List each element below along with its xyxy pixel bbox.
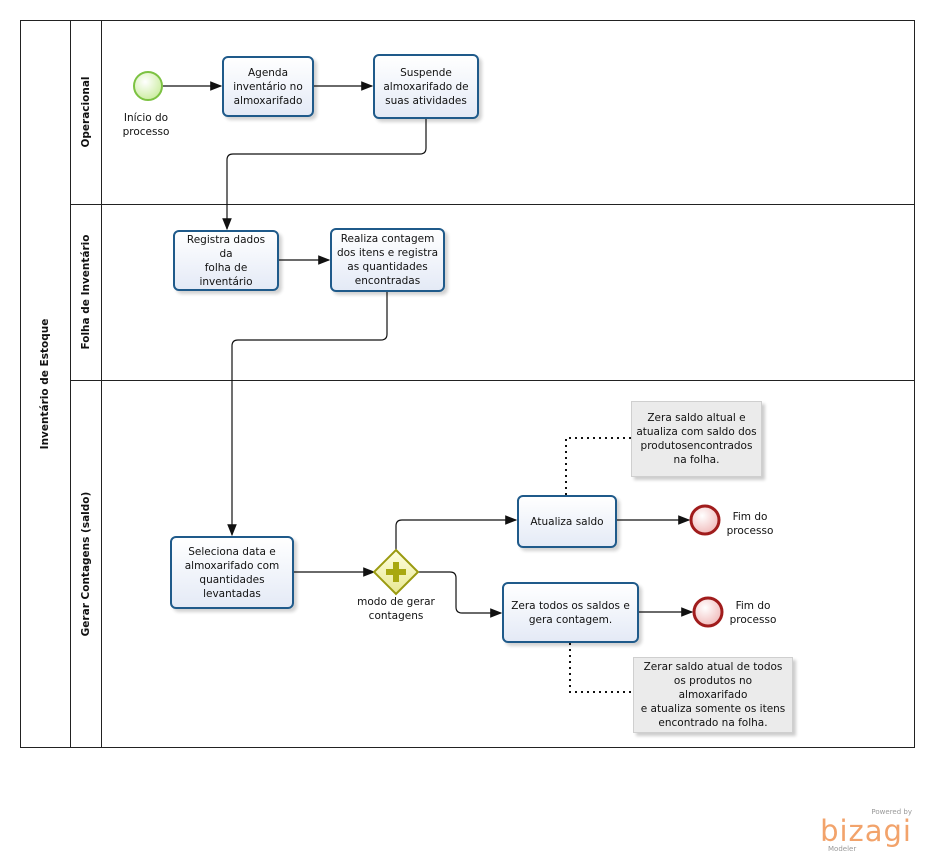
flow-gateway-zera — [416, 571, 503, 618]
flow-gateway-atualiza — [395, 515, 518, 550]
gateway-label: modo de gerar contagens — [357, 596, 435, 622]
task-agenda[interactable]: Agenda inventário no almoxarifado — [222, 56, 314, 117]
brand-product: Modeler — [828, 845, 857, 853]
annotation-note-2-text: Zerar saldo atual de todos os produtos n… — [640, 661, 786, 729]
annotation-note-2: Zerar saldo atual de todos os produtos n… — [633, 657, 793, 733]
lane-title-operacional: Operacional — [80, 76, 92, 148]
end-event-2[interactable] — [692, 596, 724, 628]
task-atualiza[interactable]: Atualiza saldo — [517, 495, 617, 548]
end-event-2-label: Fim do processo — [729, 600, 777, 626]
task-realiza[interactable]: Realiza contagem dos itens e registra as… — [330, 228, 445, 292]
flow-realiza-seleciona — [227, 292, 388, 537]
annotation-note-1: Zera saldo altual e atualiza com saldo d… — [631, 401, 762, 477]
brand-name: bizagi — [820, 814, 912, 848]
association-note2 — [569, 643, 633, 693]
brand-powered: Powered by — [871, 808, 912, 816]
pool-border — [20, 20, 915, 748]
task-atualiza-label: Atualiza saldo — [530, 515, 604, 528]
parallel-gateway[interactable] — [372, 548, 420, 596]
task-agenda-label: Agenda inventário no almoxarifado — [233, 66, 303, 107]
flow-suspende-registra — [222, 119, 427, 231]
task-suspende-label: Suspende almoxarifado de suas atividades — [383, 66, 469, 107]
task-seleciona-label: Seleciona data e almoxarifado com quanti… — [184, 545, 280, 600]
bizagi-logo: Powered by bizagi Modeler — [820, 808, 912, 854]
task-zera-label: Zera todos os saldos e gera contagem. — [511, 599, 630, 626]
association-note1 — [565, 437, 631, 495]
task-registra-label: Registra dados da folha de inventário — [186, 233, 266, 288]
task-seleciona[interactable]: Seleciona data e almoxarifado com quanti… — [170, 536, 294, 609]
task-suspende[interactable]: Suspende almoxarifado de suas atividades — [373, 54, 479, 119]
pool-title: Inventário de Estoque — [39, 318, 51, 450]
start-event[interactable] — [133, 71, 163, 101]
task-realiza-label: Realiza contagem dos itens e registra as… — [336, 233, 439, 287]
end-event-1[interactable] — [689, 504, 721, 536]
lane-title-gerar: Gerar Contagens (saldo) — [80, 491, 92, 637]
end-event-1-label: Fim do processo — [726, 511, 774, 537]
start-event-label: Início do processo — [122, 112, 170, 138]
lane-title-folha: Folha de Inventário — [80, 234, 92, 350]
task-zera[interactable]: Zera todos os saldos e gera contagem. — [502, 582, 639, 643]
task-registra[interactable]: Registra dados da folha de inventário — [173, 230, 279, 291]
annotation-note-1-text: Zera saldo altual e atualiza com saldo d… — [636, 412, 757, 466]
